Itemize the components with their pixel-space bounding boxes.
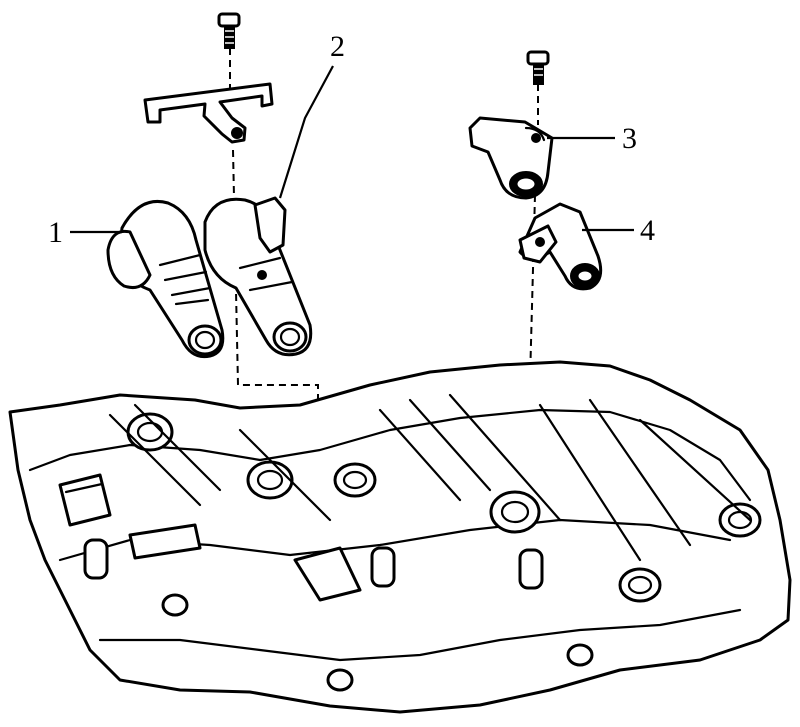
valve-body [8, 360, 792, 714]
spool-valves [108, 393, 752, 562]
callout-1-label: 1 [48, 216, 63, 249]
bolt-right [526, 50, 550, 85]
callout-2: 2 [278, 30, 345, 199]
retaining-bracket [143, 82, 274, 144]
solenoid-3 [468, 116, 554, 200]
solenoid-2 [203, 196, 313, 357]
callout-4-label: 4 [640, 214, 655, 247]
solenoid-1 [106, 200, 225, 359]
bolt-left [217, 12, 241, 49]
callout-2-label: 2 [330, 30, 345, 63]
callout-4: 4 [582, 214, 655, 247]
callout-1: 1 [48, 216, 122, 249]
callout-3: 3 [547, 122, 637, 155]
callout-3-label: 3 [622, 122, 637, 155]
solenoid-4 [518, 202, 603, 291]
valve-body-tabs [58, 473, 544, 602]
